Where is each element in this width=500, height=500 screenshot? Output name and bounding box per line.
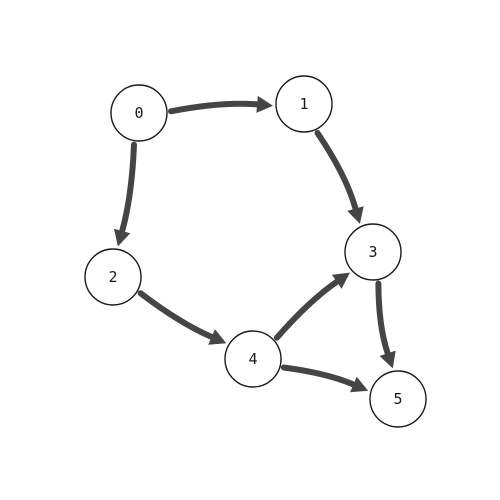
node-2: 2: [84, 248, 142, 306]
node-5: 5: [369, 370, 427, 428]
node-label: 5: [393, 390, 402, 408]
node-1: 1: [275, 75, 333, 133]
node-label: 1: [299, 95, 308, 113]
arrowhead-icon: [331, 272, 350, 289]
edge-line: [375, 280, 391, 357]
edge-4-to-3: [273, 272, 350, 341]
edge-1-to-3: [314, 130, 364, 224]
edge-line: [273, 278, 340, 341]
edge-line: [280, 364, 357, 388]
edge-2-to-4: [137, 290, 227, 345]
node-4: 4: [224, 330, 282, 388]
edge-line: [314, 130, 359, 212]
edge-line: [137, 290, 215, 340]
node-circle: [344, 223, 402, 281]
arrowhead-icon: [347, 206, 364, 224]
nodes-layer: 0 1 2 3 4 5: [84, 75, 427, 428]
arrowhead-icon: [379, 350, 396, 369]
node-circle: [275, 75, 333, 133]
arrowhead-icon: [350, 376, 369, 393]
edge-3-to-5: [375, 280, 396, 369]
arrowhead-icon: [114, 228, 131, 247]
edge-0-to-2: [114, 141, 137, 247]
node-circle: [369, 370, 427, 428]
edge-line: [168, 100, 261, 115]
arrowhead-icon: [256, 95, 273, 113]
edges-layer: [114, 95, 396, 393]
edge-line: [119, 141, 137, 234]
node-circle: [110, 84, 168, 142]
node-0: 0: [110, 84, 168, 142]
edge-4-to-5: [280, 364, 369, 393]
node-label: 3: [368, 243, 377, 261]
node-3: 3: [344, 223, 402, 281]
edge-0-to-1: [168, 95, 273, 115]
node-circle: [224, 330, 282, 388]
node-circle: [84, 248, 142, 306]
arrowhead-icon: [208, 329, 227, 345]
node-label: 2: [108, 268, 117, 286]
node-label: 4: [248, 350, 257, 368]
node-label: 0: [134, 104, 143, 122]
